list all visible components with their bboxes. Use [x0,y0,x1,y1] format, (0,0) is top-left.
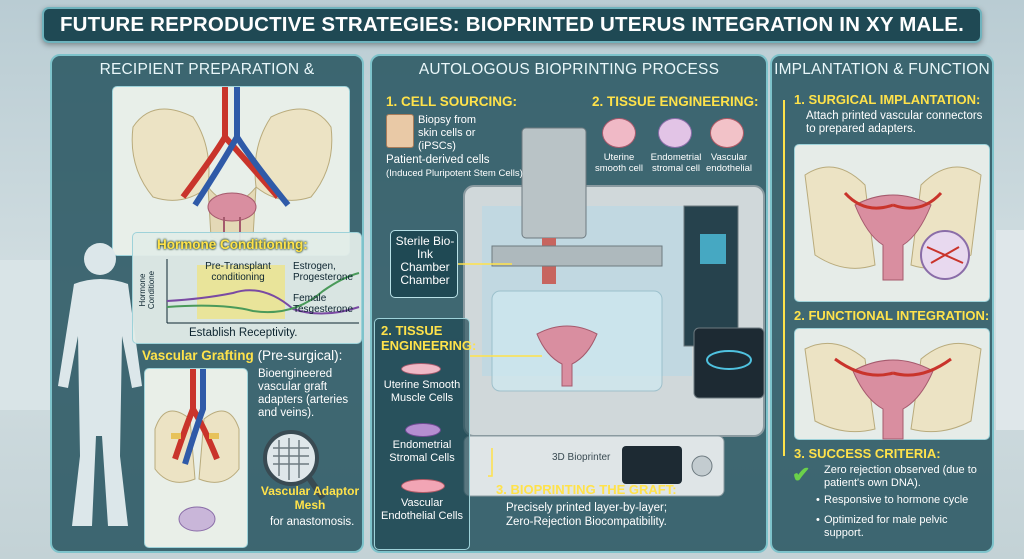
tissue-engineering-top-heading: 2. TISSUE ENGINEERING: [592,94,759,109]
hormone-curve-chart [166,259,360,324]
stromal-cell-icon [405,423,441,437]
magnifier-icon [263,430,326,500]
vascular-heading: Vascular Grafting [142,348,254,363]
bioprinting-line2: Zero-Rejection Biocompatibility. [506,516,667,528]
panel-bioprinting-process: AUTOLOGOUS BIOPRINTING PROCESS 3D Biopri… [370,54,768,553]
bioprinter-machine-svg [463,127,765,497]
hormone-conditioning-box: Hormone Conditioning: Hormone Conditione… [132,232,362,344]
success-item-2: Optimized for male pelvic support. [824,514,948,539]
endothelial-cell-icon [401,479,445,493]
cell-label-uterine: Uterine smooth cell [594,152,644,174]
vascular-graft-illustration [144,368,248,548]
sterile-chamber-callout: Sterile Bio-Ink Chamber Chamber [390,230,458,298]
printer-label: 3D Bioprinter [552,452,611,463]
implantation-illustration [794,144,990,302]
tissue-left-cell-1: Endometrial Stromal Cells [389,439,455,464]
mesh-title: Vascular Adaptor Mesh [260,484,360,512]
hormone-heading: Hormone Conditioning: [157,237,308,252]
success-bullet-2: • [816,514,820,526]
success-bullet-1: • [816,494,820,506]
functional-uterus-svg [804,342,982,440]
cell-icon-vascular [710,118,744,148]
tissue-left-cell-2: Vascular Endothelial Cells [381,497,463,522]
tissue-left-cell-0: Uterine Smooth Muscle Cells [383,379,461,404]
skin-biopsy-icon [386,114,414,148]
bioprinting-heading: 3. BIOPRINTING THE GRAFT: [496,482,677,497]
callout-lines [458,263,542,477]
cell-icon-uterine [602,118,636,148]
ipsc-label: (Induced Pluripotent Stem Cells) [386,168,523,179]
tissue-engineering-left-heading: 2. TISSUE ENGINEERING: [381,323,477,353]
pelvis-illustration [112,86,350,256]
panel-heading-implantation: IMPLANTATION & FUNCTION [774,61,990,78]
patient-cells-label: Patient-derived cells [386,154,490,166]
panel-recipient-preparation: RECIPIENT PREPARATION & ADAPTATION Hormo… [50,54,364,553]
functional-heading: 2. FUNCTIONAL INTEGRATION: [794,308,990,323]
chamber-label: Sterile Bio-Ink Chamber Chamber [395,234,455,287]
biopsy-label: Biopsy from skin cells or (iPSCs) [418,114,477,152]
cell-label-vascular: Vascular endothelial [706,152,752,174]
panel-implantation-function: IMPLANTATION & FUNCTION 1. SURGICAL IMPL… [770,54,994,553]
testosterone-label: Female Tesgesterone [293,293,354,315]
mesh-caption: for anastomosis. [270,516,355,528]
vascular-desc: Bioengineered vascular graft adapters (a… [258,368,349,419]
cell-label-endometrial: Endometrial stromal cell [650,152,702,174]
pre-transplant-label: Pre-Transplant conditioning [205,261,271,283]
check-icon: ✔ [792,462,811,487]
cell-icon-endometrial [658,118,692,148]
page-title: FUTURE REPRODUCTIVE STRATEGIES: BIOPRINT… [42,7,982,43]
surgical-desc: Attach printed vascular connectors to pr… [806,110,983,135]
muscle-cell-icon [401,363,441,375]
graft-vessels-svg [154,369,240,532]
hormone-y-label: Hormone Conditione [138,270,156,310]
implant-uterus-svg [804,166,982,281]
functional-illustration [794,328,990,440]
human-silhouette-icon [58,243,142,526]
hormone-caption: Establish Receptivity. [189,327,298,339]
pelvis-vessels-svg [131,87,333,252]
success-heading: 3. SUCCESS CRITERIA: [794,446,941,461]
success-item-1: Responsive to hormone cycle [824,494,969,506]
surgical-heading: 1. SURGICAL IMPLANTATION: [794,92,981,107]
bioprinting-line1: Precisely printed layer-by-layer; [506,502,668,514]
vascular-heading-suffix: (Pre-surgical): [257,348,343,363]
stage-connector-line [783,100,785,456]
tissue-engineering-left-box: 2. TISSUE ENGINEERING: Uterine Smooth Mu… [374,318,477,550]
cell-sourcing-heading: 1. CELL SOURCING: [386,94,518,109]
panel-heading-bioprinting: AUTOLOGOUS BIOPRINTING PROCESS [418,61,720,78]
success-item-0: Zero rejection observed (due to patient'… [824,464,977,489]
vascular-grafting-heading: Vascular Grafting (Pre-surgical): [142,348,342,363]
estrogen-label: Estrogen, Progesterone [293,261,354,283]
